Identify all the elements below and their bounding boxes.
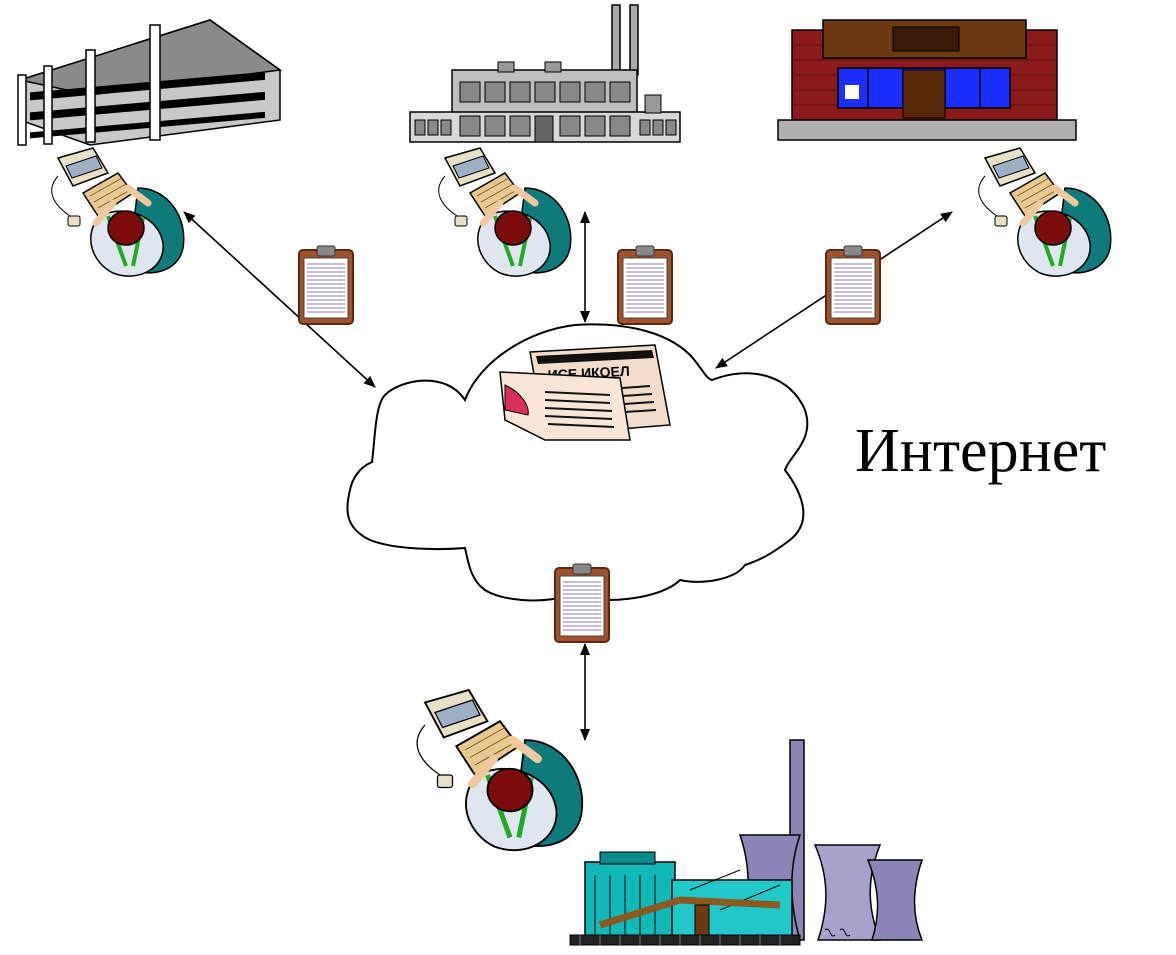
- user-workstation-right: [979, 148, 1111, 276]
- office-building: [17, 19, 282, 146]
- internet-cloud: [346, 323, 809, 602]
- newspaper-icon: ИСЕ ИКОЕЛ: [499, 344, 671, 441]
- internet-label: Интернет: [855, 417, 1107, 485]
- clipboard-document-icon: [554, 563, 610, 643]
- clipboard-document-icon: [298, 245, 354, 325]
- user-workstation-center: [439, 148, 571, 276]
- arrow-office-cloud: [183, 211, 376, 388]
- shop: [777, 19, 1077, 141]
- user-workstation-left: [52, 148, 184, 276]
- clipboard-document-icon: [825, 245, 881, 325]
- clipboard-document-icon: [617, 245, 673, 325]
- user-workstation-bottom: [417, 690, 582, 850]
- power-plant: [569, 739, 924, 946]
- factory: [409, 4, 681, 143]
